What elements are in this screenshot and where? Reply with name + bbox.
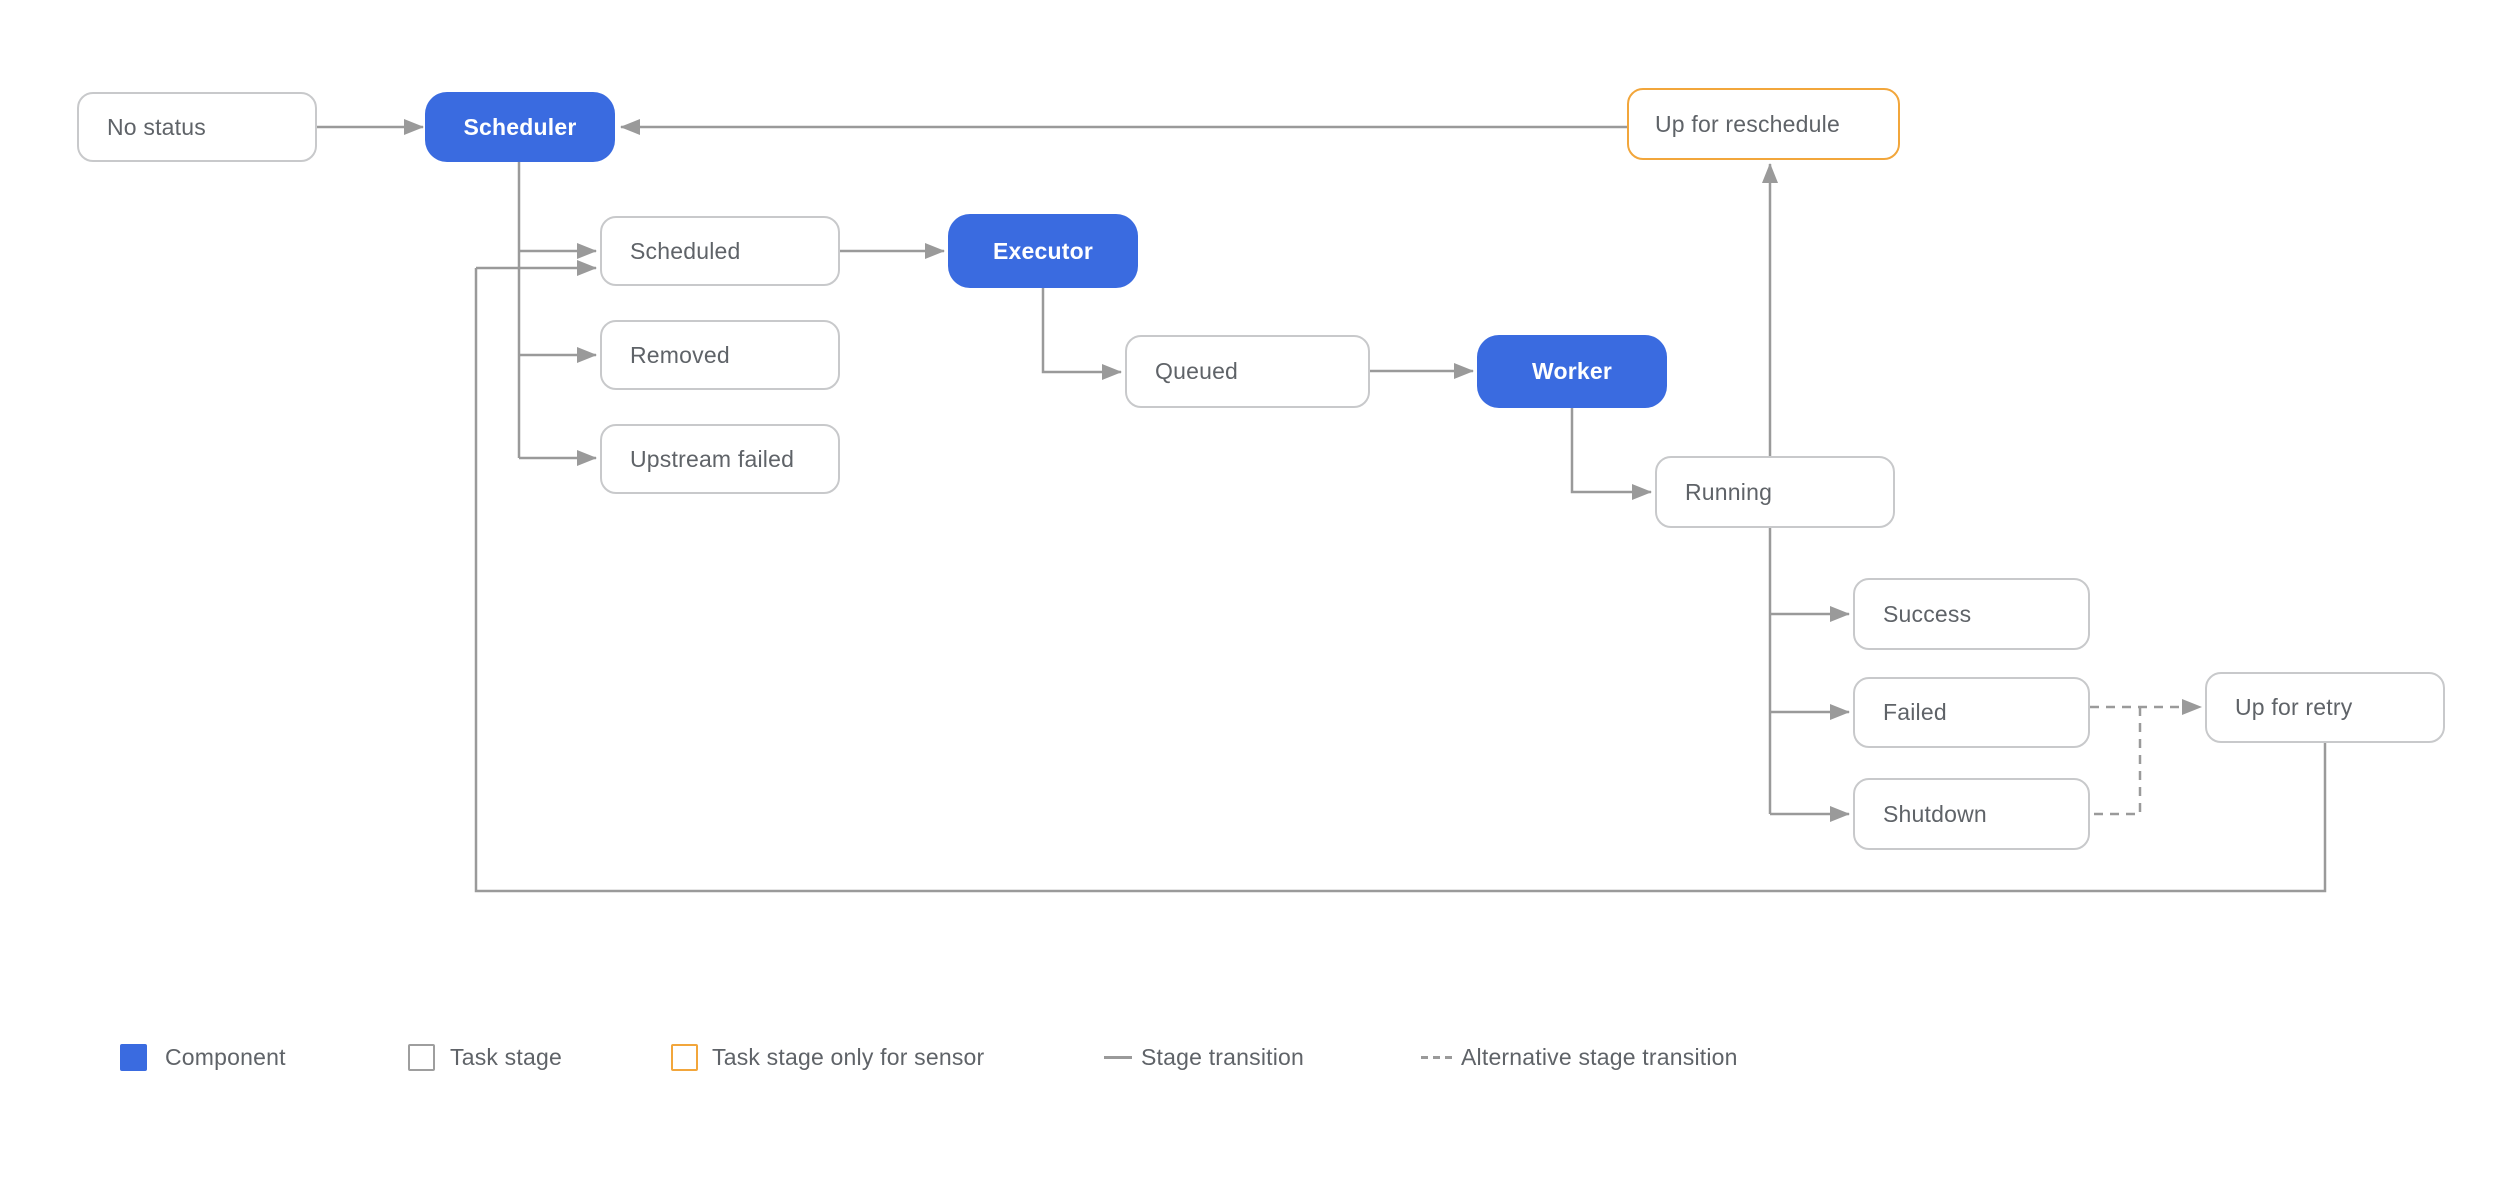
edge-retry-rail — [474, 268, 2327, 893]
legend-dashed-line-sample — [1421, 1056, 1453, 1059]
node-label: Executor — [992, 237, 1094, 264]
legend-task-stage-label: Task stage — [450, 1044, 562, 1070]
node-running: Running — [1655, 456, 1895, 528]
node-up-for-reschedule: Up for reschedule — [1627, 88, 1900, 160]
node-shutdown: Shutdown — [1853, 778, 2090, 850]
node-no-status: No status — [77, 92, 317, 162]
node-label: Removed — [630, 341, 730, 368]
node-label: Up for reschedule — [1655, 110, 1840, 137]
node-label: Scheduler — [463, 113, 577, 140]
node-removed: Removed — [600, 320, 840, 390]
node-upstream-failed: Upstream failed — [600, 424, 840, 494]
legend-sensor-stage-label: Task stage only for sensor — [712, 1044, 985, 1070]
node-label: Queued — [1155, 358, 1239, 384]
legend-component-swatch — [120, 1044, 147, 1071]
legend-alt-transition-label: Alternative stage transition — [1461, 1044, 1738, 1070]
node-worker: Worker — [1477, 335, 1667, 408]
edge-shutdown-retry — [2090, 707, 2142, 816]
legend-sensor-stage-swatch — [671, 1044, 698, 1071]
node-up-for-retry: Up for retry — [2205, 672, 2445, 743]
node-label: Up for retry — [2235, 694, 2353, 720]
node-label: No status — [107, 113, 206, 140]
node-failed: Failed — [1853, 677, 2090, 748]
node-label: Running — [1685, 478, 1773, 505]
node-label: Scheduled — [630, 237, 741, 264]
node-label: Shutdown — [1883, 800, 1987, 827]
node-label: Upstream failed — [630, 445, 795, 472]
node-scheduled: Scheduled — [600, 216, 840, 286]
node-queued: Queued — [1125, 335, 1370, 408]
node-scheduler: Scheduler — [425, 92, 615, 162]
legend-component-label: Component — [165, 1044, 286, 1070]
legend-task-stage-swatch — [408, 1044, 435, 1071]
node-label: Success — [1883, 600, 1972, 627]
legend-transition-label: Stage transition — [1141, 1044, 1305, 1070]
edge-executor-queued — [1041, 288, 1122, 380]
node-executor: Executor — [948, 214, 1138, 288]
edge-worker-running — [1570, 408, 1652, 500]
node-label: Worker — [1531, 358, 1613, 384]
node-success: Success — [1853, 578, 2090, 650]
node-label: Failed — [1883, 699, 1947, 725]
legend-solid-line-sample — [1104, 1056, 1132, 1059]
